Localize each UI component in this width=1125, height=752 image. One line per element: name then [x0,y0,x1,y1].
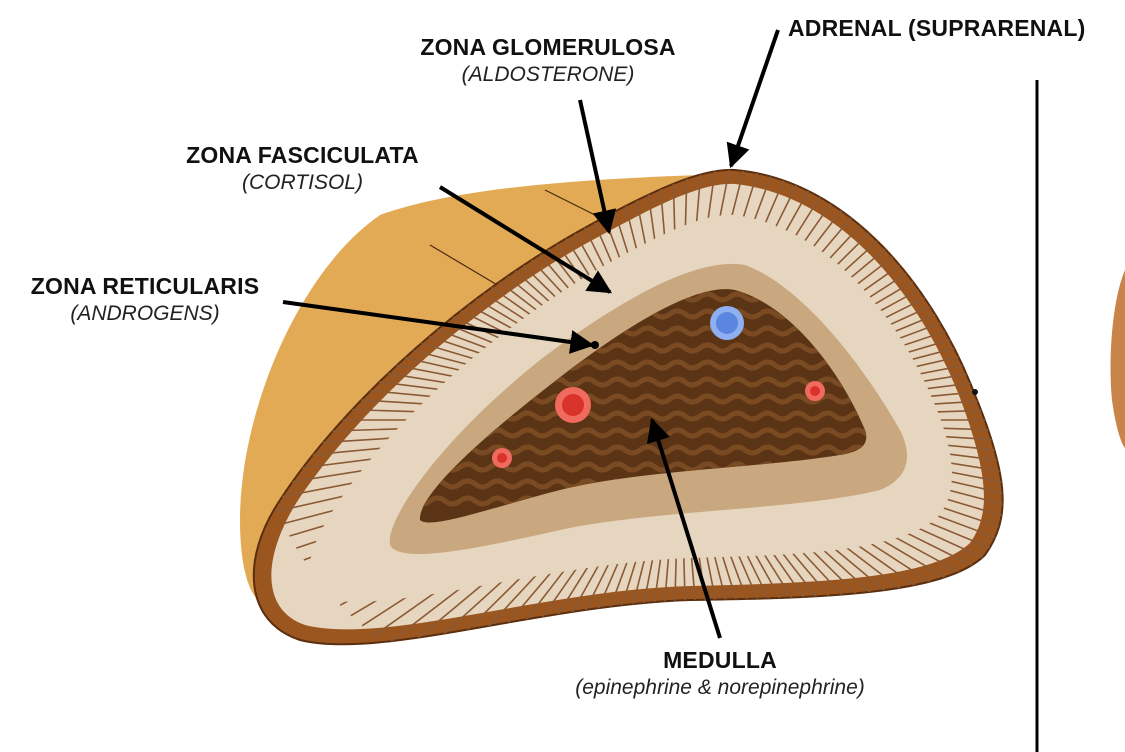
blood-vessels [492,306,825,468]
label-glomerulosa-title: ZONA GLOMERULOSA [420,34,676,60]
arrow-adrenal [726,29,780,169]
medulla-wave [419,444,867,456]
label-medulla: MEDULLA (epinephrine & norepinephrine) [520,646,920,701]
artery-small-left-core [497,453,507,463]
label-medulla-title: MEDULLA [663,647,777,673]
label-adrenal: ADRENAL (SUPRARENAL) [788,14,1085,43]
artery-large-core [562,394,584,416]
label-fasciculata-title: ZONA FASCICULATA [186,142,419,168]
arrow-reticularis [282,300,595,354]
label-zona-reticularis: ZONA RETICULARIS (ANDROGENS) [5,272,285,327]
label-reticularis-title: ZONA RETICULARIS [30,273,260,299]
adjacent-panel-edge [1110,270,1125,448]
label-fasciculata-subtitle: (CORTISOL) [242,170,363,194]
vein-large-core [716,312,738,334]
label-zona-fasciculata: ZONA FASCICULATA (CORTISOL) [160,141,445,196]
capsule-dot [972,389,978,395]
artery-small-right-core [810,386,820,396]
gland-outer-surface [240,170,735,607]
arrow-glomerulosa [578,99,617,235]
pointer-arrows [282,29,780,639]
reticularis-pointer-dot [591,341,599,349]
arrow-medulla [646,417,722,639]
label-zona-glomerulosa: ZONA GLOMERULOSA (ALDOSTERONE) [398,33,698,88]
label-reticularis-subtitle: (ANDROGENS) [70,301,220,325]
label-adrenal-title: ADRENAL (SUPRARENAL) [788,15,1086,41]
label-medulla-subtitle: (epinephrine & norepinephrine) [575,675,865,699]
label-glomerulosa-subtitle: (ALDOSTERONE) [461,62,635,86]
arrow-fasciculata [438,185,613,294]
